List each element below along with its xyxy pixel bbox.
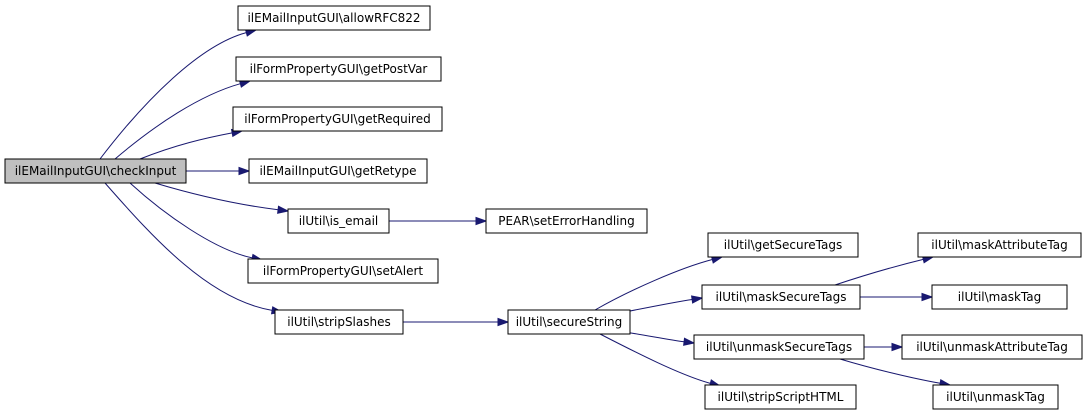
node-box[interactable] — [507, 309, 631, 335]
edge-n0-n8 — [104, 182, 284, 315]
edges-layer — [99, 28, 952, 388]
edge-line — [834, 258, 924, 286]
node-n4[interactable]: ilEMailInputGUI\getRetype — [248, 158, 428, 184]
edge-line — [594, 259, 713, 311]
node-label: ilUtil\stripSlashes — [287, 315, 391, 329]
node-n6[interactable]: PEAR\setErrorHandling — [485, 208, 648, 234]
node-label: ilUtil\stripScriptHTML — [718, 390, 844, 404]
edge-n11-n13 — [860, 292, 934, 302]
edge-line — [129, 182, 253, 259]
node-n14[interactable]: ilUtil\unmaskSecureTags — [693, 334, 865, 360]
arrowhead-icon — [891, 342, 904, 352]
edge-n0-n5 — [154, 182, 290, 214]
edge-line — [99, 32, 247, 160]
node-box[interactable] — [248, 158, 428, 184]
node-n8[interactable]: ilUtil\stripSlashes — [274, 309, 404, 335]
node-box[interactable] — [4, 158, 187, 184]
edge-n14-n16 — [839, 358, 952, 388]
node-box[interactable] — [704, 384, 857, 410]
node-box[interactable] — [693, 334, 865, 360]
node-n13[interactable]: ilUtil\maskTag — [931, 284, 1068, 310]
node-box[interactable] — [485, 208, 648, 234]
edge-n9-n14 — [624, 331, 696, 346]
node-label: ilEMailInputGUI\checkInput — [15, 164, 177, 178]
node-box[interactable] — [247, 258, 439, 284]
edge-line — [139, 132, 233, 160]
edge-n8-n9 — [403, 317, 510, 327]
arrowhead-icon — [475, 216, 488, 226]
node-box[interactable] — [235, 56, 442, 82]
edge-n0-n1 — [99, 28, 258, 160]
node-box[interactable] — [932, 384, 1059, 410]
node-box[interactable] — [701, 284, 861, 310]
node-label: ilUtil\maskAttributeTag — [931, 238, 1067, 252]
edge-n0-n2 — [114, 79, 252, 160]
edge-line — [599, 333, 711, 384]
node-label: ilUtil\unmaskTag — [946, 390, 1045, 404]
node-n2[interactable]: ilFormPropertyGUI\getPostVar — [235, 56, 442, 82]
edge-line — [839, 358, 941, 384]
edge-line — [624, 331, 685, 343]
node-label: ilUtil\maskSecureTags — [716, 290, 847, 304]
edge-n0-n4 — [186, 166, 251, 176]
node-n3[interactable]: ilFormPropertyGUI\getRequired — [232, 106, 443, 132]
node-box[interactable] — [237, 5, 431, 31]
edge-line — [154, 182, 279, 211]
node-label: ilUtil\unmaskSecureTags — [706, 340, 852, 354]
edge-line — [624, 298, 693, 313]
edge-n14-n15 — [864, 342, 904, 352]
node-n17[interactable]: ilUtil\stripScriptHTML — [704, 384, 857, 410]
node-box[interactable] — [232, 106, 443, 132]
node-n12[interactable]: ilUtil\maskAttributeTag — [917, 232, 1082, 258]
node-label: ilEMailInputGUI\getRetype — [259, 164, 416, 178]
arrowhead-icon — [683, 337, 696, 346]
arrowhead-icon — [921, 292, 934, 302]
node-label: ilFormPropertyGUI\getPostVar — [250, 62, 428, 76]
node-label: ilUtil\getSecureTags — [724, 238, 842, 252]
edge-n11-n12 — [834, 255, 935, 286]
node-label: PEAR\setErrorHandling — [498, 214, 635, 228]
arrowhead-icon — [277, 205, 290, 214]
edge-n0-n3 — [139, 128, 244, 160]
node-box[interactable] — [901, 334, 1083, 360]
node-n10[interactable]: ilUtil\getSecureTags — [707, 232, 859, 258]
node-box[interactable] — [274, 309, 404, 335]
node-n9[interactable]: ilUtil\secureString — [507, 309, 631, 335]
node-n1[interactable]: ilEMailInputGUI\allowRFC822 — [237, 5, 431, 31]
node-label: ilUtil\secureString — [516, 315, 623, 329]
edge-n5-n6 — [389, 216, 488, 226]
node-label: ilUtil\unmaskAttributeTag — [916, 340, 1068, 354]
node-n7[interactable]: ilFormPropertyGUI\setAlert — [247, 258, 439, 284]
node-n11[interactable]: ilUtil\maskSecureTags — [701, 284, 861, 310]
node-label: ilEMailInputGUI\allowRFC822 — [247, 11, 420, 25]
node-n15[interactable]: ilUtil\unmaskAttributeTag — [901, 334, 1083, 360]
arrowhead-icon — [690, 295, 704, 304]
nodes-layer: ilEMailInputGUI\checkInput ilEMailInputGU… — [4, 5, 1083, 410]
arrowhead-icon — [238, 166, 251, 176]
edge-line — [114, 83, 241, 160]
root-node[interactable]: ilEMailInputGUI\checkInput — [4, 158, 187, 184]
node-label: ilFormPropertyGUI\getRequired — [244, 112, 430, 126]
node-box[interactable] — [287, 208, 390, 234]
arrowhead-icon — [497, 317, 510, 327]
node-box[interactable] — [931, 284, 1068, 310]
edge-n9-n11 — [624, 295, 704, 313]
node-label: ilUtil\is_email — [299, 214, 379, 228]
node-label: ilFormPropertyGUI\setAlert — [263, 264, 424, 278]
node-box[interactable] — [707, 232, 859, 258]
node-box[interactable] — [917, 232, 1082, 258]
node-label: ilUtil\maskTag — [958, 290, 1041, 304]
node-n16[interactable]: ilUtil\unmaskTag — [932, 384, 1059, 410]
edge-line — [104, 182, 273, 311]
node-n5[interactable]: ilUtil\is_email — [287, 208, 390, 234]
